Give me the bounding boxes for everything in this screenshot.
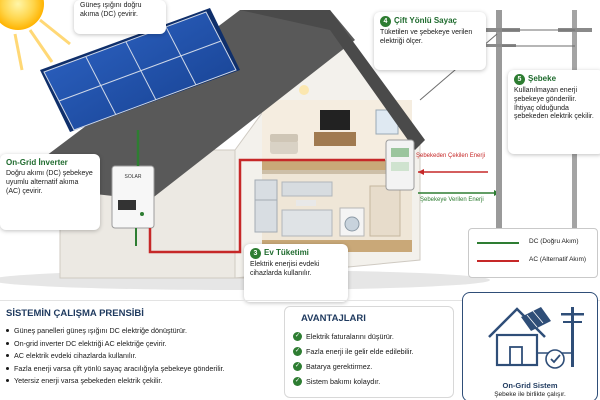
sofa-icon bbox=[270, 134, 298, 154]
advantage-item: ✓Batarya gerektirmez. bbox=[293, 362, 373, 371]
legend-dc-label: DC (Doğru Akım) bbox=[529, 238, 579, 245]
advantage-item: ✓Sistem bakımı kolaydır. bbox=[293, 377, 381, 386]
grid-callout-number: 5 bbox=[514, 74, 525, 85]
house-illustration: SOLAR bbox=[0, 0, 592, 290]
meter-callout-number: 4 bbox=[380, 16, 391, 27]
from-grid-label: Şebekeden Çekilen Enerji bbox=[416, 153, 486, 159]
check-icon: ✓ bbox=[293, 332, 302, 341]
ongrid-card: On-Grid Sistem Şebeke ile birlikte çalış… bbox=[462, 292, 598, 400]
washing-machine-icon bbox=[339, 207, 365, 237]
principles-panel: SİSTEMİN ÇALIŞMA PRENSİBİ Güneş paneller… bbox=[6, 308, 276, 400]
principles-item: AC elektrik evdeki cihazlarda kullanılır… bbox=[6, 351, 276, 364]
check-circle-icon bbox=[545, 349, 565, 369]
solar-panel-array bbox=[40, 8, 240, 132]
ac-cable bbox=[148, 158, 385, 254]
legend-item-dc: DC (Doğru Akım) bbox=[477, 238, 595, 248]
check-icon: ✓ bbox=[293, 377, 302, 386]
advantages-list: ✓Elektrik faturalarını düşürür. ✓Fazla e… bbox=[293, 332, 445, 392]
lamp-icon bbox=[299, 85, 309, 95]
legend-dc-swatch bbox=[477, 242, 519, 244]
roof-right-edge bbox=[240, 10, 425, 150]
legend-ac-label: AC (Alternatif Akım) bbox=[529, 256, 587, 263]
consumption-callout-number: 3 bbox=[250, 248, 261, 259]
advantages-panel: AVANTAJLARI ✓Elektrik faturalarını düşür… bbox=[284, 306, 454, 398]
inverter-callout-text: Doğru akımı (DC) şebekeye uyumlu alterna… bbox=[6, 170, 93, 195]
sun-callout: Güneş ışığını doğru akıma (DC) çevirir. bbox=[74, 0, 166, 34]
principles-item: On-grid inverter DC elektriği AC elektri… bbox=[6, 339, 276, 352]
principles-item: Fazla enerji varsa çift yönlü sayaç arac… bbox=[6, 364, 276, 377]
upper-floor bbox=[262, 160, 412, 170]
ongrid-card-subtitle: Şebeke ile birlikte çalışır. bbox=[494, 391, 566, 398]
inverter-callout-title: On-Grid İnverter bbox=[6, 158, 68, 167]
tv-icon bbox=[314, 110, 356, 146]
bidirectional-meter bbox=[385, 139, 415, 191]
inverter-unit bbox=[111, 165, 155, 229]
principles-list: Güneş panelleri güneş ışığını DC elektri… bbox=[6, 326, 276, 389]
inverter-brand-label: SOLAR bbox=[125, 174, 142, 180]
meter-callout-text: Tüketilen ve şebekeye verilen elektriği … bbox=[380, 29, 473, 45]
grid-callout-text: Kullanılmayan enerji şebekeye gönderilir… bbox=[514, 87, 594, 121]
legend: DC (Doğru Akım) AC (Alternatif Akım) bbox=[468, 228, 598, 278]
legend-item-ac: AC (Alternatif Akım) bbox=[477, 256, 595, 266]
sun-icon bbox=[0, 0, 71, 71]
advantage-item: ✓Elektrik faturalarını düşürür. bbox=[293, 332, 394, 341]
check-icon: ✓ bbox=[293, 362, 302, 371]
principles-item: Yetersiz enerji varsa şebekeden elektrik… bbox=[6, 376, 276, 389]
fridge-icon bbox=[254, 179, 278, 233]
to-grid-arrow bbox=[418, 190, 500, 196]
sun-callout-text: Güneş ışığını doğru akıma (DC) çevirir. bbox=[80, 2, 142, 18]
kitchen-cabinet-icon bbox=[281, 181, 333, 237]
advantages-title: AVANTAJLARI bbox=[301, 313, 366, 324]
consumption-callout-text: Elektrik enerjisi evdeki cihazlarda kull… bbox=[250, 261, 320, 277]
ongrid-card-title: On-Grid Sistem bbox=[502, 381, 558, 390]
inverter-callout: On-Grid İnverter Doğru akımı (DC) şebeke… bbox=[0, 154, 100, 230]
door-icon bbox=[369, 185, 401, 237]
principles-item: Güneş panelleri güneş ışığını DC elektri… bbox=[6, 326, 276, 339]
grid-callout-title: Şebeke bbox=[528, 74, 557, 83]
ongrid-house-icon bbox=[488, 307, 584, 369]
meter-callout-title: Çift Yönlü Sayaç bbox=[394, 16, 457, 25]
consumption-callout-title: Ev Tüketimi bbox=[264, 248, 309, 257]
advantage-item: ✓Fazla enerji ile gelir elde edilebilir. bbox=[293, 347, 414, 356]
principles-title: SİSTEMİN ÇALIŞMA PRENSİBİ bbox=[6, 308, 144, 319]
to-grid-label: Şebekeye Verilen Enerji bbox=[420, 197, 484, 203]
from-grid-arrow bbox=[418, 169, 488, 175]
roof bbox=[30, 10, 355, 200]
section-divider bbox=[0, 300, 600, 301]
check-icon: ✓ bbox=[293, 347, 302, 356]
legend-ac-swatch bbox=[477, 260, 519, 262]
